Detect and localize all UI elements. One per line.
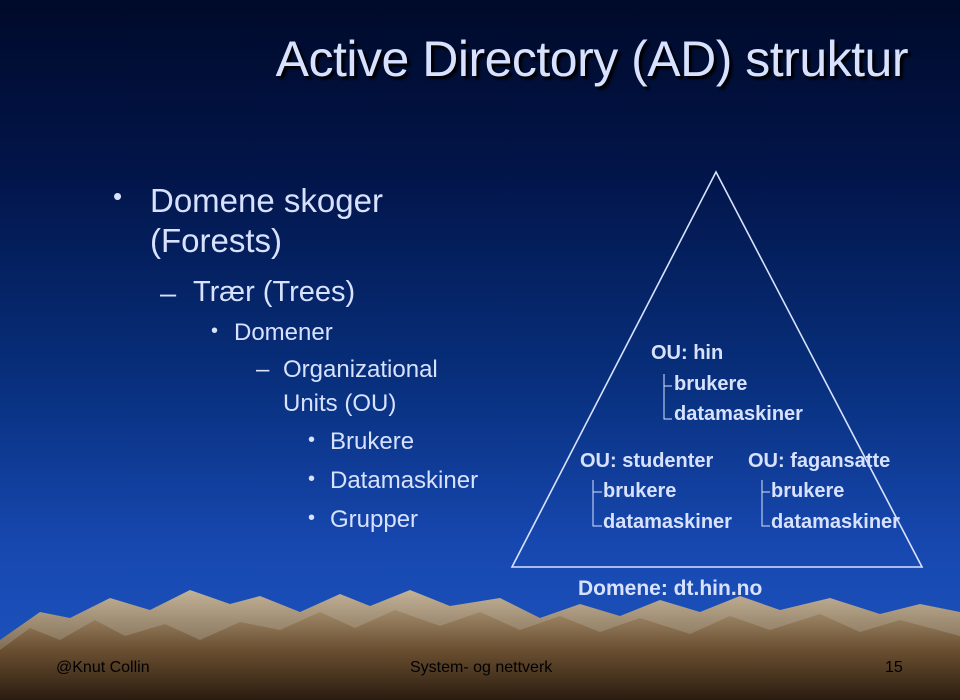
bullet-dot-l5-1: • <box>308 429 316 451</box>
bullet-l5-brukere: Brukere <box>330 428 415 455</box>
ou-studenter-tree-lines <box>592 480 602 527</box>
slide-title: Active Directory (AD) struktur <box>275 31 909 87</box>
mountain-range-front <box>0 610 960 700</box>
bullet-dot-l1: • <box>113 181 123 211</box>
ou-fagansatte-brukere: brukere <box>771 480 845 502</box>
ou-studenter-brukere: brukere <box>603 480 677 502</box>
footer-author: @Knut Collin <box>56 659 150 676</box>
bullet-dot-l3: • <box>211 320 219 342</box>
bullet-l3: Domener <box>234 319 333 346</box>
bullet-l5-datamaskiner: Datamaskiner <box>330 467 479 494</box>
ou-fagansatte-label: OU: fagansatte <box>748 450 891 472</box>
ou-fagansatte-datamaskiner: datamaskiner <box>771 511 900 533</box>
bullet-l5-grupper: Grupper <box>330 506 419 533</box>
bullet-l1-line2: (Forests) <box>150 222 282 259</box>
bullet-l4-line1: Organizational <box>283 356 438 383</box>
bullet-dash-l4: – <box>256 356 270 383</box>
ou-hin-brukere: brukere <box>674 373 748 395</box>
bullet-l4-line2: Units (OU) <box>283 390 397 417</box>
ou-fagansatte-tree-lines <box>761 480 770 527</box>
domain-label: Domene: dt.hin.no <box>578 577 763 600</box>
footer-page-number: 15 <box>885 659 903 676</box>
bullet-l1-line1: Domene skoger <box>150 182 383 219</box>
bullet-dot-l5-3: • <box>308 507 316 529</box>
ou-studenter-datamaskiner: datamaskiner <box>603 511 732 533</box>
ou-hin-tree-lines <box>663 374 672 420</box>
ou-hin-datamaskiner: datamaskiner <box>674 403 803 425</box>
footer-course: System- og nettverk <box>410 659 553 676</box>
bullet-l2: Trær (Trees) <box>193 276 356 308</box>
ou-hin-label: OU: hin <box>651 342 724 364</box>
bullet-dash-l2: – <box>160 278 177 310</box>
ou-studenter-label: OU: studenter <box>580 450 714 472</box>
bullet-dot-l5-2: • <box>308 468 316 490</box>
domain-triangle <box>510 170 924 568</box>
